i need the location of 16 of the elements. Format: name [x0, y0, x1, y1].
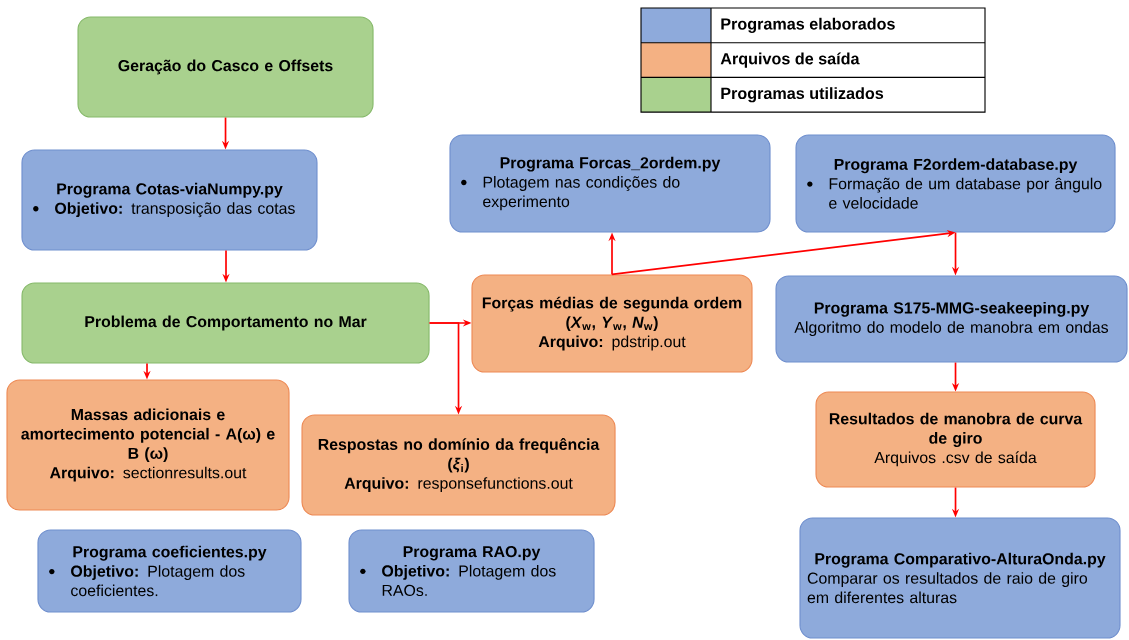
legend-label: Arquivos de saída — [720, 52, 860, 68]
process-box: Respostas no domínio da frequência (ξ$_{i}$) Arquivo: responsefunctions.out — [301, 414, 616, 516]
legend-label: Programas utilizados — [721, 87, 884, 103]
process-box: Resultados de manobra de curva de giro Arquivos .csv de saída — [815, 391, 1096, 488]
process-box: Problema de Comportamento no Mar — [21, 282, 430, 364]
process-box: Programa F2ordem-database.py Formação de um database por ângulo e velocidade — [795, 134, 1116, 233]
process-box: Programa Forcas_2ordem.py Plotagem nas condições do experimento — [449, 134, 771, 233]
process-box: Programa S175-MMG-seakeeping.py Algoritmo do modelo de manobra em ondas — [775, 275, 1128, 363]
process-box: Forças médias de segunda ordem (X$_{w}$, Y$_{w}$, N$_{w}$) Arquivo: pdstrip.out — [471, 274, 753, 373]
process-box: Geração do Casco e Offsets — [77, 16, 374, 118]
process-box: Massas adicionais e amortecimento potencial - A(ω) e B (ω) Arquivo: sectionresults.out — [6, 379, 290, 511]
process-box: Programa RAO.py Objetivo: Plotagem dos RAOs. — [348, 529, 595, 613]
process-box: Programa Comparativo-AlturaOnda.py Comparar os resultados de raio de giro em diferentes alturas — [799, 517, 1121, 639]
legend-label: Programas elaborados — [721, 17, 895, 33]
process-box: Programa coeficientes.py Objetivo: Plotagem dos coeficientes. — [37, 529, 302, 613]
process-box: Programa Cotas-viaNumpy.py Objetivo: transposição das cotas — [21, 149, 318, 251]
